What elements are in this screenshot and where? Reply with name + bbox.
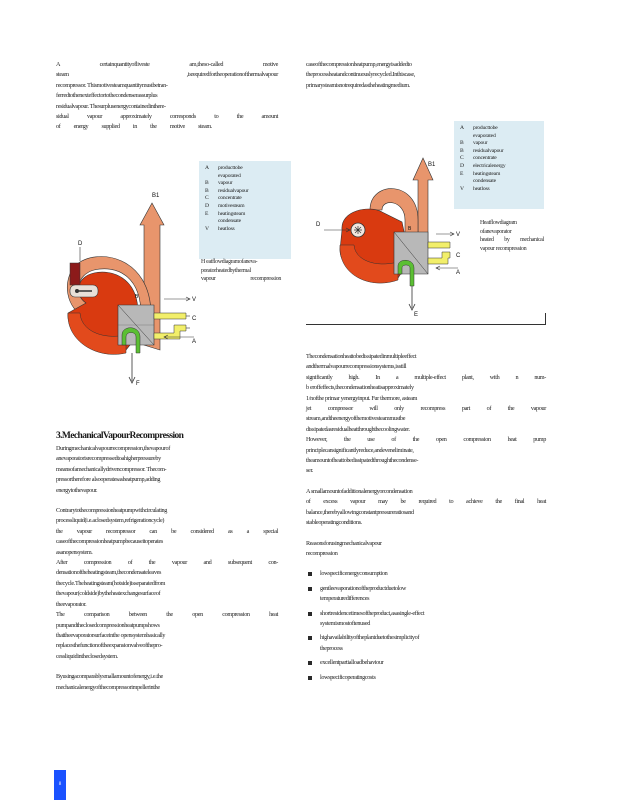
text-line: ferredtothenexteffectortothecondenserass… — [56, 92, 158, 100]
thermal-vapour-recompression-diagram: B1 D B V C A F — [67, 193, 197, 387]
paragraph: Thecondensationheattobedissipatedinmulti… — [306, 353, 546, 475]
motive-steam-inlet — [69, 262, 81, 286]
list-item: lowspecificoperatingcosts — [306, 673, 546, 683]
figure-caption-1: H eatflowdiagramofaneva- poratorheatedby… — [201, 259, 281, 283]
fig2-label-c: C — [456, 253, 461, 259]
list-item: lowspecificenergyconsumption — [306, 569, 546, 579]
fig2-label-a: A — [456, 270, 460, 276]
fig2-label-e: E — [414, 312, 418, 318]
reasons-heading: Reasonsforusingmechanicalvapour recompre… — [306, 539, 382, 557]
fig1-label-f: F — [136, 381, 140, 387]
fig1-label-c: C — [192, 316, 197, 322]
mechanical-vapour-recompression-diagram: B1 D B V C A E — [316, 157, 461, 318]
fig2-label-b: B — [408, 226, 412, 232]
paragraph: Duringmechanicalvapourrecompression,thev… — [56, 445, 170, 494]
section-heading: 3.MechanicalVapourRecompression — [56, 431, 184, 441]
figure-rule-bottom — [306, 324, 545, 325]
paragraph: Contrarytothecompressionheatpumpwithcirc… — [56, 507, 278, 660]
fig1-label-a: A — [192, 339, 196, 345]
legend-row: evaporated — [218, 172, 241, 179]
legend-row: condensate — [473, 178, 496, 185]
figure-rule-right-tick — [545, 313, 546, 325]
list-item: highavailabilityoftheplantduetothesimpli… — [306, 633, 546, 654]
concentrate-outlet-pipe — [427, 251, 451, 265]
f-outlet-arrow — [128, 353, 136, 384]
figure-caption-2: Heatflowdiagram ofanevaporator heated by… — [480, 220, 544, 252]
paragraph: Byusingacomparablysmallamountofenergy,i.… — [56, 673, 163, 691]
text-line: recompressor. Thismotivesteamquantitymus… — [56, 81, 168, 89]
text-line: residualvapour. Thesurplusenergycontaine… — [56, 102, 166, 110]
fig2-label-d: D — [316, 222, 321, 228]
e-outlet-arrow — [408, 286, 416, 311]
fig1-label-b1: B1 — [152, 193, 160, 199]
list-item: shortresidencetimesoftheproduct,asasingl… — [306, 609, 546, 630]
page-number-tab: 8 — [54, 770, 66, 800]
legend-row: condensate — [218, 218, 241, 225]
list-item: excellentpartialloadbehaviour — [306, 658, 546, 668]
fig1-label-v: V — [192, 297, 196, 303]
text-line: steam ,isrequiredfortheoperationoftherma… — [56, 71, 278, 79]
concentrate-outlet-pipe — [153, 324, 187, 340]
text-line: caseofthecompressionheatpump,energyisadd… — [306, 61, 412, 68]
col1-intro-paragraph: A certainquantityofliveste am,theso-call… — [56, 60, 278, 133]
col2-section: Thecondensationheattobedissipatedinmulti… — [306, 352, 546, 687]
fig1-label-b: B — [135, 294, 139, 300]
product-inlet-pipe — [427, 241, 451, 249]
condensate-pipe — [121, 327, 141, 354]
product-inlet-pipe — [153, 312, 187, 320]
reasons-list: lowspecificenergyconsumption gentleevapo… — [306, 569, 546, 683]
text-line: theprocessheatandcontinuouslyrecycled.In… — [306, 71, 415, 79]
fig2-label-v: V — [456, 232, 460, 238]
text-line: of energy supplied in the motive steam. — [56, 123, 212, 131]
text-line: A certainquantityofliveste am,theso-call… — [56, 61, 278, 68]
condensate-pipe — [397, 260, 415, 287]
text-line: sidual vapour approximately corresponds … — [56, 113, 278, 121]
text-line: primarysteamisnotrequiredastheheatingmed… — [306, 81, 411, 89]
heat-loop-lower — [339, 244, 399, 284]
paragraph: A smallamountofadditionalenergyorcondens… — [306, 487, 546, 527]
col1-section: 3.MechanicalVapourRecompression Duringme… — [56, 430, 278, 693]
col2-intro-paragraph: caseofthecompressionheatpump,energyisadd… — [306, 60, 546, 91]
fig2-label-b1: B1 — [428, 162, 436, 168]
legend-row: evaporated — [473, 132, 496, 139]
fig1-label-d: D — [78, 241, 83, 247]
